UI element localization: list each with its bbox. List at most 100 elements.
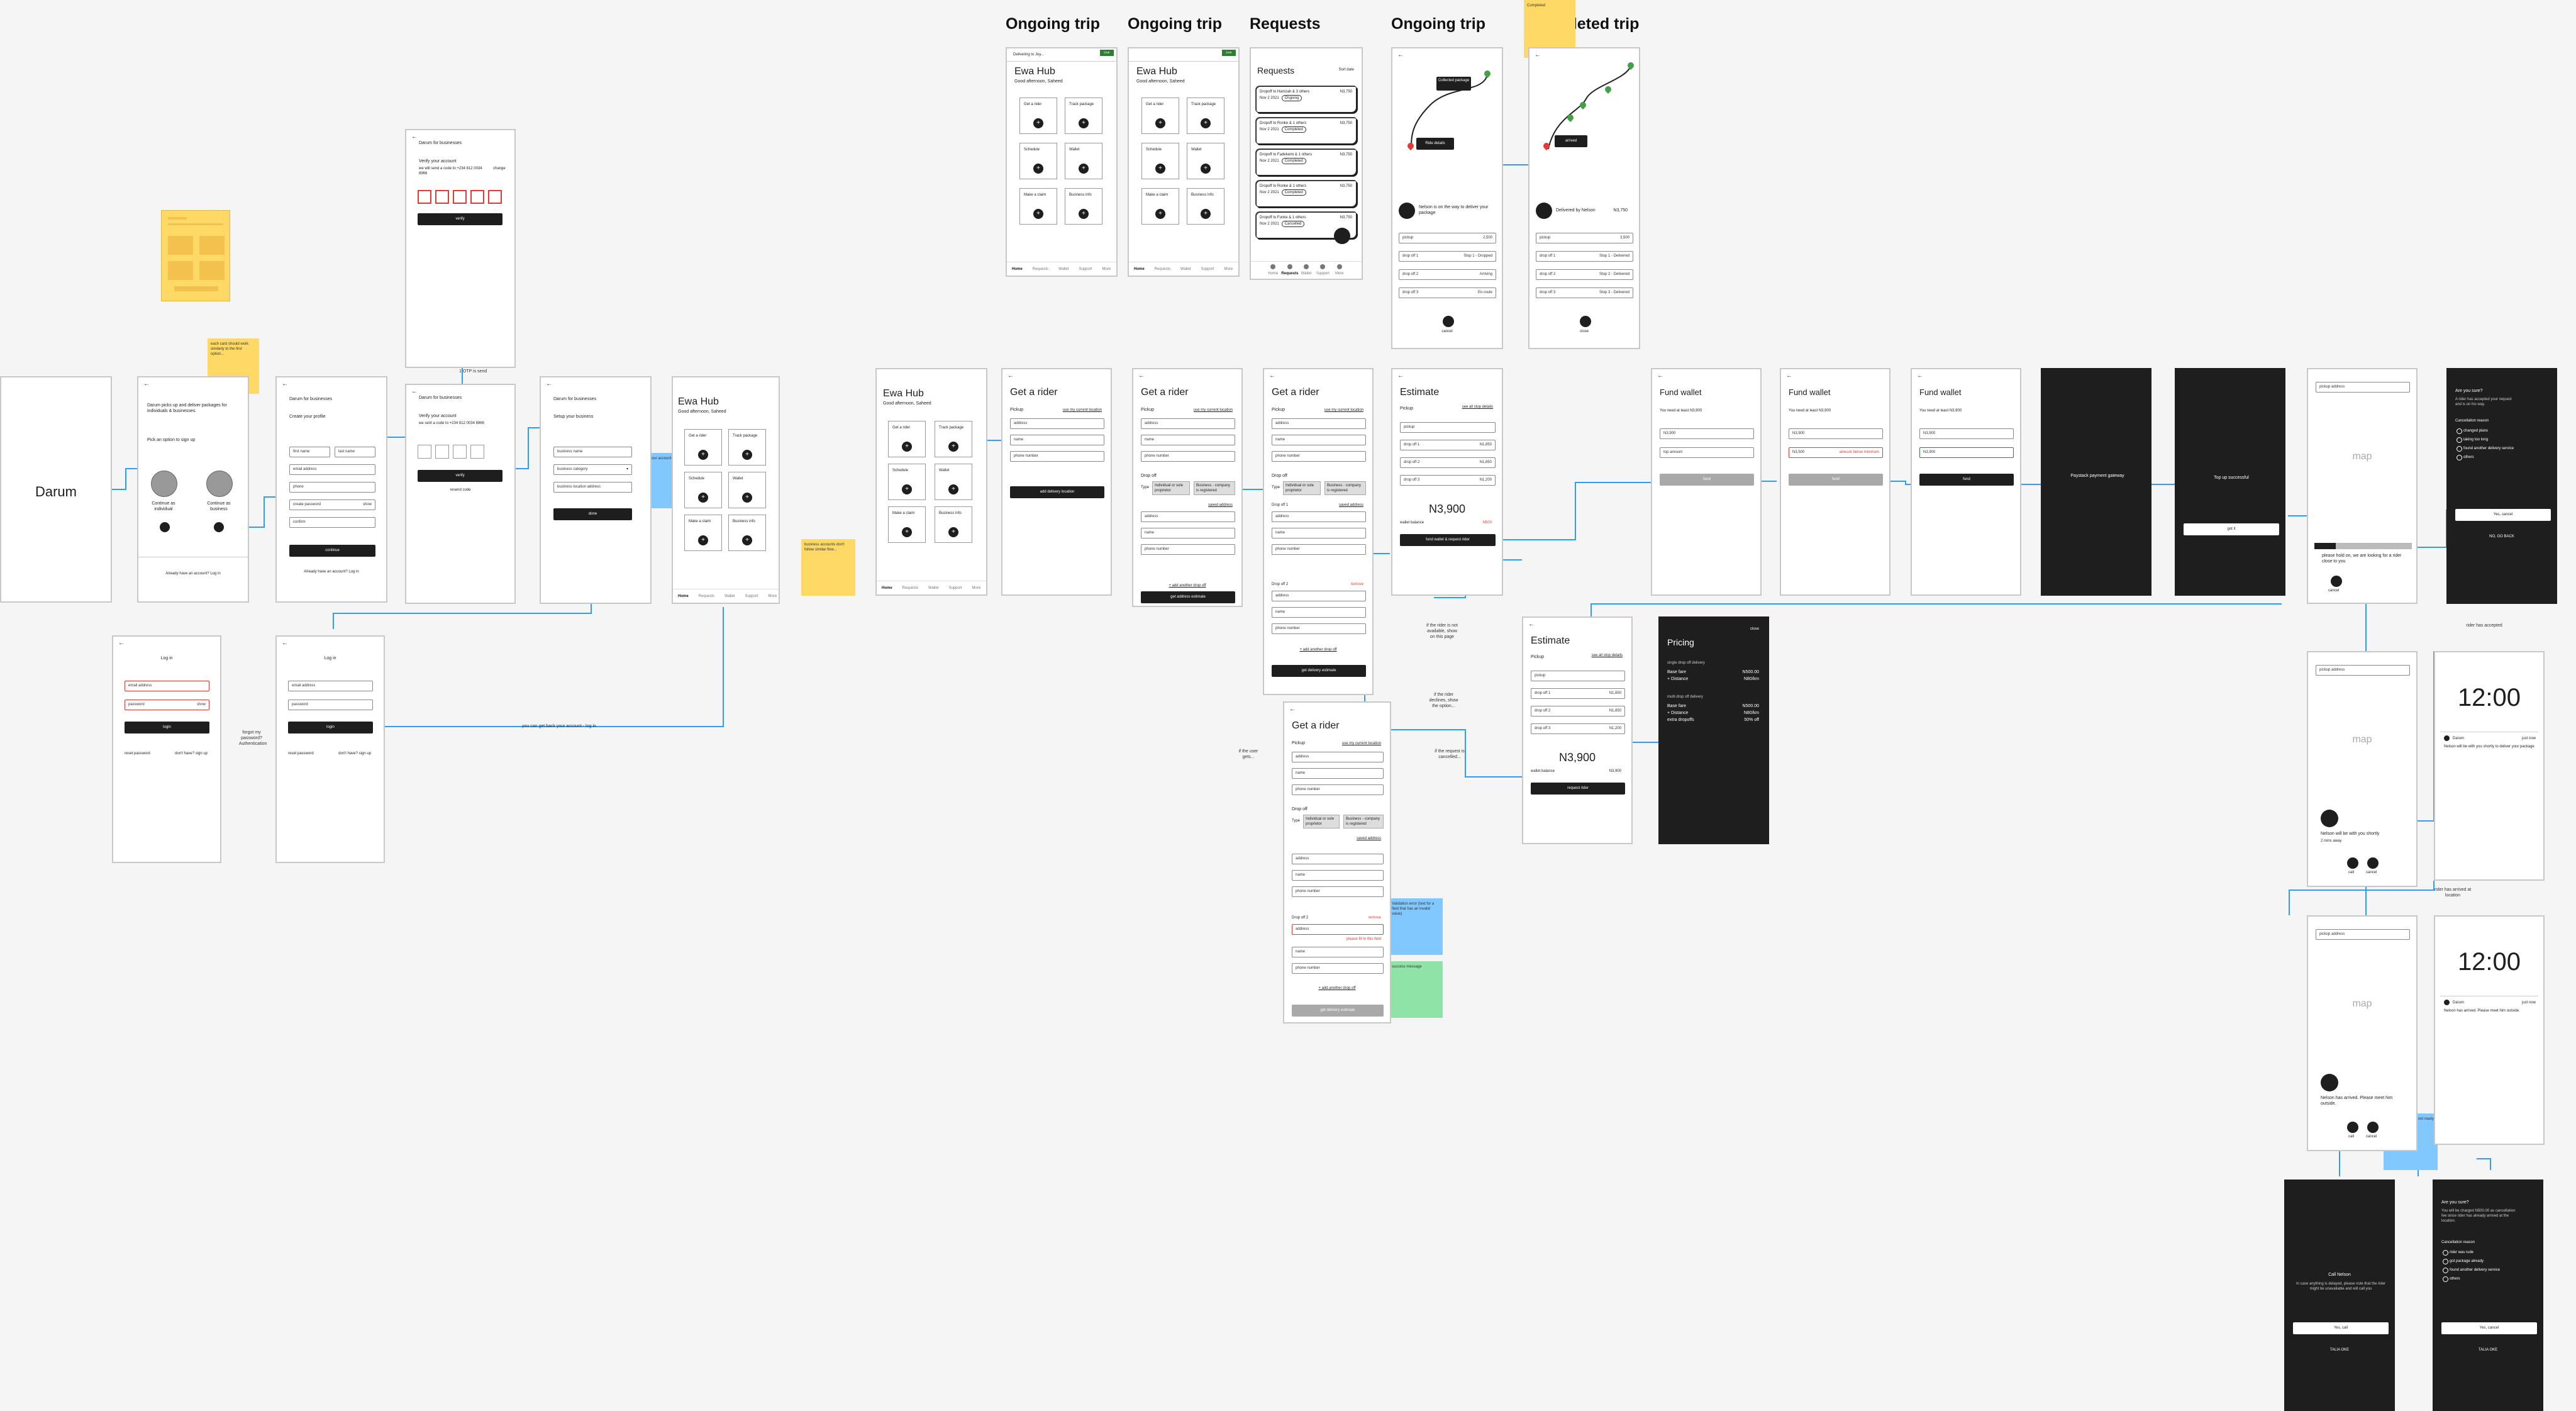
saved-address-link[interactable]: saved address bbox=[1208, 503, 1233, 507]
back-icon[interactable]: ← bbox=[1657, 372, 1663, 379]
option-business-button[interactable] bbox=[214, 522, 224, 532]
amount-field[interactable]: N3,900 bbox=[1660, 428, 1754, 439]
nav-home[interactable]: Home bbox=[1012, 267, 1023, 271]
nav-home[interactable]: Home bbox=[678, 594, 689, 598]
address-field[interactable]: address bbox=[1010, 418, 1104, 429]
nav-home[interactable]: Home bbox=[882, 586, 892, 590]
dropoff-phone-field[interactable]: phone number bbox=[1272, 623, 1366, 634]
use-location-link[interactable]: use my current location bbox=[1324, 408, 1363, 412]
tile-make-claim[interactable]: Make a claim bbox=[1019, 188, 1057, 225]
back-icon[interactable]: ← bbox=[143, 381, 150, 388]
first-name-field[interactable]: first name bbox=[289, 447, 330, 457]
close-link[interactable]: close bbox=[1750, 627, 1759, 631]
topup-amount-field[interactable]: top amount bbox=[1660, 447, 1754, 458]
remove-dropoff-link[interactable]: remove bbox=[1350, 583, 1363, 586]
tile-schedule[interactable]: Schedule bbox=[684, 472, 722, 508]
reason-option[interactable]: rider was rude bbox=[2443, 1250, 2473, 1256]
dropoff-phone-field[interactable]: phone number bbox=[1292, 886, 1384, 897]
dropoff-name-field[interactable]: name bbox=[1292, 870, 1384, 881]
password-field[interactable]: password bbox=[288, 700, 373, 710]
nav-more[interactable]: More bbox=[1224, 267, 1233, 271]
tile-wallet[interactable]: Wallet bbox=[1187, 143, 1224, 179]
trip-banner[interactable]: Delivering to Joy... bbox=[1013, 53, 1044, 57]
email-field[interactable]: email address bbox=[125, 681, 209, 691]
nav-requests[interactable]: Requests bbox=[902, 586, 919, 590]
back-icon[interactable]: ← bbox=[1008, 372, 1014, 379]
nav-support[interactable]: Support bbox=[1314, 262, 1331, 276]
last-name-field[interactable]: last name bbox=[335, 447, 375, 457]
back-icon[interactable]: ← bbox=[282, 640, 288, 647]
map-placeholder[interactable]: map bbox=[2352, 734, 2372, 745]
cancel-trip-button[interactable] bbox=[2367, 1122, 2379, 1133]
done-button[interactable]: done bbox=[553, 508, 632, 520]
login-button[interactable]: login bbox=[288, 722, 373, 733]
dropoff-phone-field[interactable]: phone number bbox=[1292, 963, 1384, 974]
nav-support[interactable]: Support bbox=[745, 594, 758, 598]
login-link[interactable]: Already have an account? Log in bbox=[165, 572, 221, 576]
back-icon[interactable]: ← bbox=[118, 640, 125, 647]
code-box[interactable] bbox=[470, 190, 484, 204]
nav-requests[interactable]: Requests bbox=[1154, 267, 1171, 271]
get-estimate-button-disabled[interactable]: get delivery estimate bbox=[1292, 1005, 1384, 1017]
back-icon[interactable]: ← bbox=[1269, 372, 1275, 379]
dropoff-address-field[interactable]: address bbox=[1272, 511, 1366, 522]
cancel-trip-button[interactable] bbox=[1443, 316, 1454, 327]
dropoff-phone-field[interactable]: phone number bbox=[1272, 544, 1366, 555]
phone-field[interactable]: phone number bbox=[1272, 451, 1366, 462]
reason-option[interactable]: found another delivery service bbox=[2457, 446, 2514, 452]
reason-option[interactable]: got package already bbox=[2443, 1259, 2484, 1264]
go-back-link[interactable]: TALIA OKE bbox=[2329, 1348, 2350, 1352]
nav-support[interactable]: Support bbox=[1079, 267, 1092, 271]
phone-field[interactable]: phone number bbox=[1292, 784, 1384, 795]
code-box[interactable] bbox=[418, 445, 431, 459]
back-icon[interactable]: ← bbox=[1917, 372, 1923, 379]
back-icon[interactable]: ← bbox=[1397, 52, 1404, 59]
back-icon[interactable]: ← bbox=[1138, 372, 1145, 379]
login-button[interactable]: login bbox=[125, 722, 209, 733]
close-button[interactable] bbox=[1580, 316, 1591, 327]
back-icon[interactable]: ← bbox=[1397, 372, 1404, 379]
code-box[interactable] bbox=[453, 190, 467, 204]
tile-wallet[interactable]: Wallet bbox=[1065, 143, 1102, 179]
type-individual-chip[interactable]: Individual or sole proprietor bbox=[1303, 815, 1340, 828]
pickup-search-field[interactable]: pickup address bbox=[2316, 929, 2410, 940]
dropoff-address-field[interactable]: address bbox=[1272, 591, 1366, 601]
see-stops-link[interactable]: see all stop details bbox=[1462, 405, 1493, 409]
verify-button[interactable]: verify bbox=[418, 470, 502, 482]
get-estimate-button[interactable]: get address estimate bbox=[1141, 591, 1235, 603]
code-box[interactable] bbox=[435, 190, 449, 204]
reason-option[interactable]: others bbox=[2457, 455, 2474, 460]
nav-requests[interactable]: Requests bbox=[1032, 267, 1049, 271]
tile-wallet[interactable]: Wallet bbox=[935, 464, 972, 500]
signup-link[interactable]: don't have? sign up bbox=[338, 752, 371, 756]
tile-business-info[interactable]: Business info bbox=[728, 515, 766, 551]
fund-button[interactable]: fund bbox=[1919, 474, 2014, 486]
dropoff-address-field[interactable]: address bbox=[1292, 854, 1384, 864]
call-rider-button[interactable] bbox=[2347, 1122, 2358, 1133]
notif-message[interactable]: Nelson has arrived. Please meet him outs… bbox=[2444, 1009, 2520, 1013]
address-field[interactable]: address bbox=[1272, 418, 1366, 429]
dropoff-name-field[interactable]: name bbox=[1141, 528, 1235, 538]
tile-get-rider[interactable]: Get a rider bbox=[1019, 98, 1057, 134]
tile-get-rider[interactable]: Get a rider bbox=[1141, 98, 1179, 134]
got-it-button[interactable]: got it bbox=[2184, 523, 2279, 535]
back-icon[interactable]: ← bbox=[1528, 621, 1535, 628]
back-icon[interactable]: ← bbox=[411, 133, 418, 140]
type-individual-chip[interactable]: Individual or sole proprietor bbox=[1152, 481, 1190, 495]
call-rider-button[interactable] bbox=[2347, 857, 2358, 869]
dropoff-name-field[interactable]: name bbox=[1272, 607, 1366, 618]
back-icon[interactable]: ← bbox=[546, 381, 552, 388]
amount-field[interactable]: N3,900 bbox=[1789, 428, 1883, 439]
nav-support[interactable]: Support bbox=[948, 586, 962, 590]
tile-track-package[interactable]: Track package bbox=[1187, 98, 1224, 134]
continue-button[interactable]: continue bbox=[289, 545, 375, 557]
map-placeholder[interactable]: map bbox=[2352, 998, 2372, 1009]
add-dropoff-link[interactable]: + add another drop off bbox=[1299, 648, 1337, 652]
reason-option[interactable]: taking too long bbox=[2457, 437, 2488, 443]
remove-dropoff-link[interactable]: remove bbox=[1368, 916, 1381, 920]
